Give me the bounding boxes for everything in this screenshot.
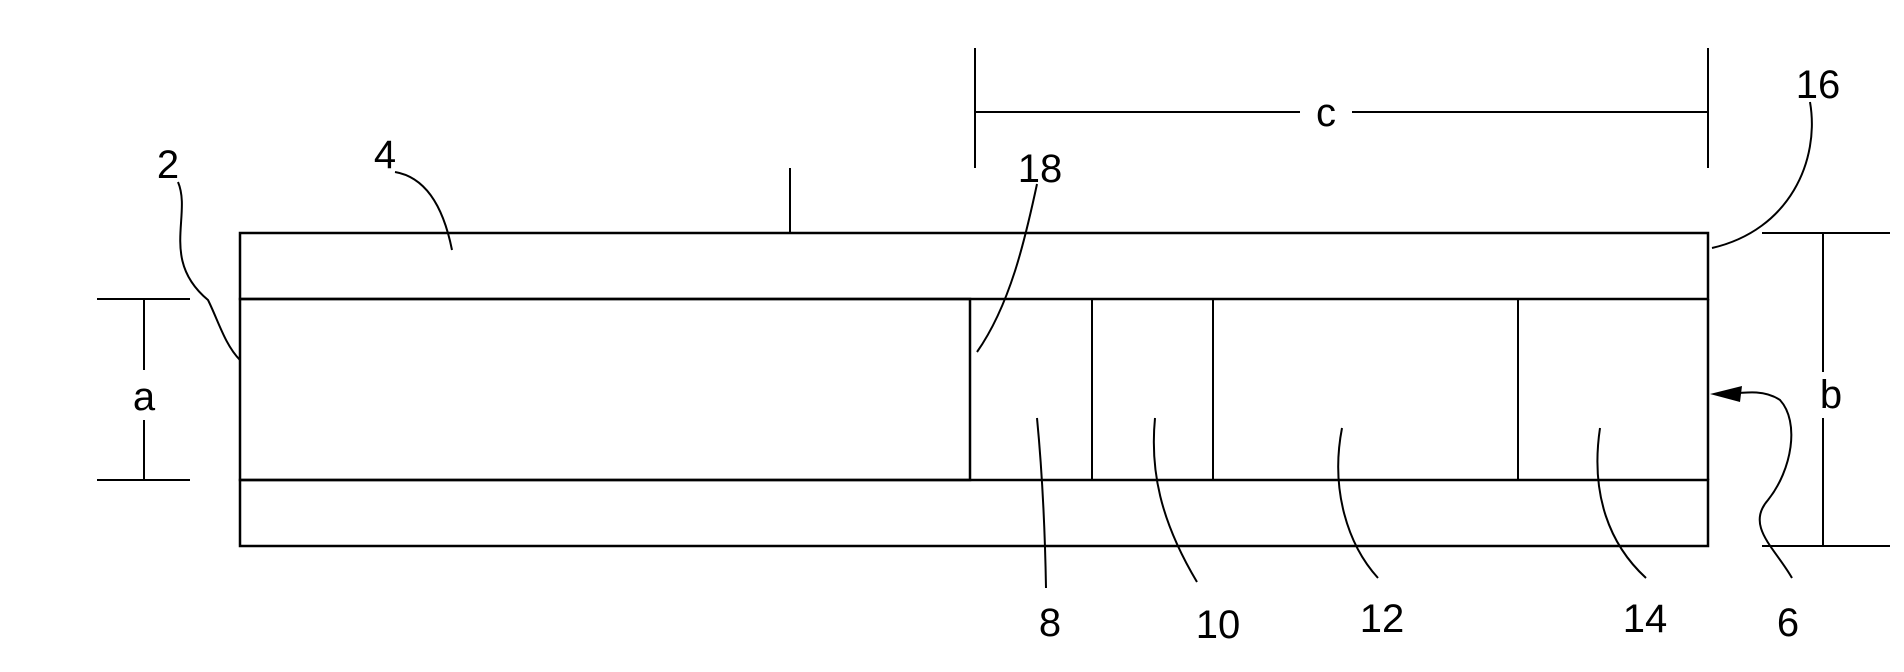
leader-14 (1597, 428, 1646, 578)
leader-10 (1154, 418, 1197, 582)
leader-18 (977, 184, 1037, 352)
label-10: 10 (1196, 603, 1241, 647)
label-2: 2 (157, 143, 179, 187)
label-12: 12 (1360, 597, 1405, 641)
leader-12 (1338, 428, 1378, 578)
label-16: 16 (1796, 63, 1841, 107)
label-6: 6 (1777, 601, 1799, 645)
label-a: a (133, 375, 156, 419)
leader-16 (1712, 102, 1812, 248)
arrowhead-6 (1710, 386, 1742, 402)
bottom-wall-layer (240, 480, 1708, 546)
label-4: 4 (374, 133, 396, 177)
label-18: 18 (1018, 147, 1063, 191)
leader-8 (1037, 418, 1046, 588)
leader-2 (178, 182, 240, 360)
top-wall-layer (240, 233, 1708, 299)
label-8: 8 (1039, 601, 1061, 645)
leader-6 (1728, 392, 1792, 578)
label-c: c (1316, 91, 1336, 135)
core-block (240, 299, 970, 480)
leader-4 (395, 172, 452, 250)
label-b: b (1820, 373, 1842, 417)
label-14: 14 (1623, 597, 1668, 641)
